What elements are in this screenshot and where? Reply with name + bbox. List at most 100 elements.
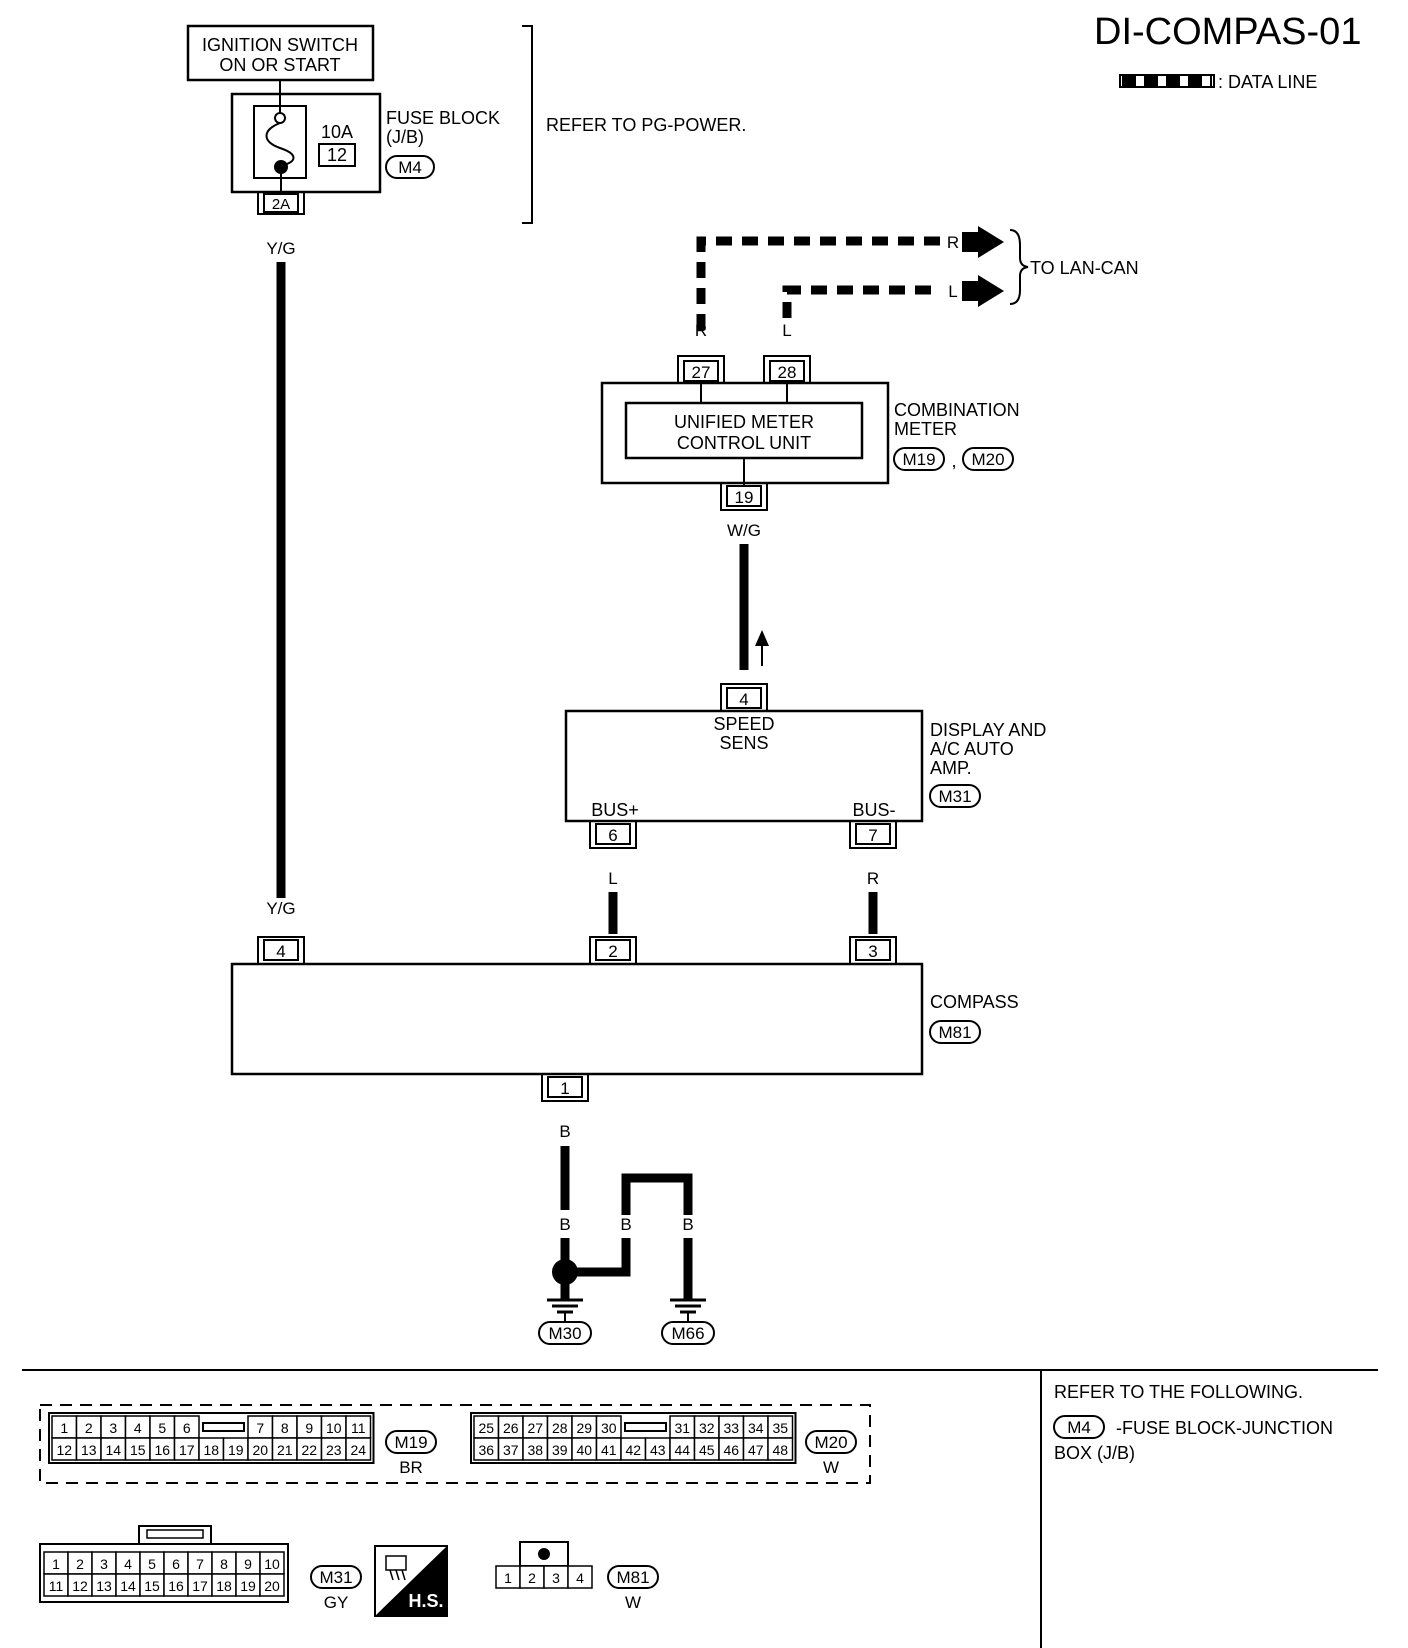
pin-7-display: 7	[849, 821, 897, 849]
svg-text:6: 6	[608, 826, 617, 845]
pin-5: 5	[158, 1420, 166, 1436]
pin-2: 2	[76, 1556, 84, 1572]
svg-text:27: 27	[692, 363, 711, 382]
refer-m4: M4	[1067, 1418, 1091, 1437]
pin-4: 4	[124, 1556, 132, 1572]
combination-meter-connectors: M19 , M20	[893, 447, 1014, 471]
pin-19: 19	[240, 1578, 256, 1594]
pin-24: 24	[350, 1442, 366, 1458]
pin-45: 45	[699, 1442, 715, 1458]
svg-text:M19: M19	[394, 1433, 427, 1452]
arrow-right-icon	[962, 226, 1004, 258]
fuse-block-connector-badge: M4	[385, 155, 435, 179]
connector-m20-badge: M20	[971, 450, 1004, 469]
svg-text:4: 4	[276, 942, 285, 961]
connector-m20-color: W	[823, 1458, 839, 1477]
pin-15: 15	[144, 1578, 160, 1594]
pin-10: 10	[326, 1420, 342, 1436]
fuse-icon-top	[274, 112, 286, 124]
pin-36: 36	[478, 1442, 494, 1458]
svg-text:M31: M31	[319, 1568, 352, 1587]
speed-sens-line2: SENS	[719, 733, 768, 753]
pin-14: 14	[105, 1442, 121, 1458]
ground-m30-badge: M30	[538, 1321, 592, 1345]
pin-43: 43	[650, 1442, 666, 1458]
pin-40: 40	[576, 1442, 592, 1458]
svg-text:3: 3	[868, 942, 877, 961]
display-amp-label3: AMP.	[930, 758, 972, 778]
pin-33: 33	[723, 1420, 739, 1436]
pin-20: 20	[252, 1442, 268, 1458]
pin-6-display: 6	[589, 821, 637, 849]
combination-meter-label: COMBINATION	[894, 400, 1020, 420]
pin-27: 27	[527, 1420, 543, 1436]
pin-4: 4	[134, 1420, 142, 1436]
bus-plus-label: BUS+	[591, 800, 639, 820]
pin-34: 34	[748, 1420, 764, 1436]
pin-12: 12	[72, 1578, 88, 1594]
svg-text:2: 2	[608, 942, 617, 961]
speed-sens-line1: SPEED	[713, 714, 774, 734]
ground-icon	[547, 1298, 583, 1322]
ground-m30: M30	[548, 1324, 581, 1343]
wire-yg-bottom: Y/G	[266, 899, 295, 918]
refer-pg-power: REFER TO PG-POWER.	[546, 115, 746, 135]
compass-pin-2: 2	[589, 936, 637, 964]
pin-48: 48	[772, 1442, 788, 1458]
svg-text:19: 19	[735, 488, 754, 507]
pin-11: 11	[351, 1420, 366, 1436]
pin-5: 5	[148, 1556, 156, 1572]
svg-text:7: 7	[868, 826, 877, 845]
pin-20: 20	[264, 1578, 280, 1594]
connector-m20-id-badge: M20	[805, 1430, 857, 1454]
terminal-2a: 2A	[257, 192, 305, 215]
svg-text:M20: M20	[814, 1433, 847, 1452]
wire-bus-minus-color: R	[867, 869, 879, 888]
fuse-block-connector: M4	[398, 158, 422, 177]
connector-m19-badge: M19	[902, 450, 935, 469]
pin-39: 39	[552, 1442, 568, 1458]
pin-1: 1	[504, 1570, 512, 1586]
pin-47: 47	[748, 1442, 764, 1458]
ground-icon	[670, 1298, 706, 1322]
pin-11: 11	[49, 1578, 64, 1594]
svg-text:28: 28	[778, 363, 797, 382]
pin-42: 42	[625, 1442, 641, 1458]
display-amp: SPEED SENS BUS+ BUS-	[564, 709, 924, 823]
wire-b-1: B	[559, 1122, 570, 1141]
display-amp-label1: DISPLAY AND	[930, 720, 1046, 740]
arrow-right-icon	[962, 275, 1004, 307]
compass-connector: M81	[938, 1023, 971, 1042]
harness-side-label: H.S.	[408, 1591, 443, 1611]
legend-label: : DATA LINE	[1218, 72, 1317, 92]
pin-2: 2	[528, 1570, 536, 1586]
pin-15: 15	[130, 1442, 146, 1458]
fuse-icon	[265, 122, 295, 167]
fuse-rating: 10A	[321, 122, 353, 142]
pin-2: 2	[85, 1420, 93, 1436]
wire-wg: W/G	[727, 521, 761, 540]
pin-4: 4	[576, 1570, 584, 1586]
pin-18: 18	[216, 1578, 232, 1594]
combination-meter: UNIFIED METER CONTROL UNIT	[600, 381, 890, 486]
pin-1: 1	[52, 1556, 60, 1572]
ignition-switch-line1: IGNITION SWITCH	[202, 35, 358, 55]
pin-30: 30	[601, 1420, 617, 1436]
ignition-switch-line2: ON OR START	[219, 55, 340, 75]
compass-pin-4: 4	[257, 936, 305, 964]
pin-6: 6	[172, 1556, 180, 1572]
refer-following-title: REFER TO THE FOLLOWING.	[1054, 1382, 1303, 1402]
lan-can-lines: R L TO LAN-CAN	[696, 226, 1139, 330]
connector-m81-id-badge: M81	[607, 1565, 659, 1589]
pin-29: 29	[576, 1420, 592, 1436]
refer-following-line3: BOX (J/B)	[1054, 1443, 1135, 1463]
compass-connector-badge: M81	[929, 1020, 981, 1044]
fuse-block-jb: (J/B)	[386, 127, 424, 147]
ground-m66: M66	[671, 1324, 704, 1343]
pin-27: 27	[677, 355, 725, 383]
svg-text:1: 1	[560, 1079, 569, 1098]
pin-18: 18	[203, 1442, 219, 1458]
